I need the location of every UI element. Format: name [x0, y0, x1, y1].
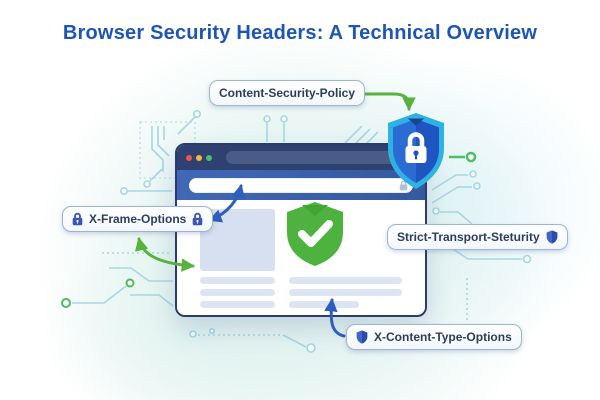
text-placeholder — [200, 301, 275, 308]
connector-node — [465, 151, 477, 163]
shield-lock-icon — [388, 113, 444, 189]
label-x-content-type-options: X-Content-Type-Options — [346, 324, 522, 350]
lock-icon — [399, 180, 408, 190]
label-text: X-Content-Type-Options — [374, 330, 512, 344]
shield-check-icon — [287, 202, 343, 266]
text-placeholder — [200, 289, 275, 296]
shield-icon — [546, 230, 558, 244]
close-dot-icon — [186, 154, 192, 161]
window-control-dots — [186, 154, 212, 161]
maximize-dot-icon — [206, 154, 212, 161]
text-placeholder — [200, 277, 275, 284]
lock-icon — [193, 212, 203, 226]
lock-icon — [72, 212, 83, 226]
text-placeholder — [289, 289, 402, 296]
label-x-frame-options: X-Frame-Options — [62, 206, 214, 232]
minimize-dot-icon — [196, 154, 202, 161]
text-placeholder — [289, 277, 402, 284]
page-title: Browser Security Headers: A Technical Ov… — [62, 22, 538, 44]
label-text: Strict-Transport-Steturity — [397, 230, 540, 244]
label-text: X-Frame-Options — [89, 212, 187, 226]
label-text: Content-Security-Policy — [219, 86, 356, 100]
text-placeholder — [289, 301, 359, 308]
shield-icon — [356, 330, 368, 344]
label-content-security-policy: Content-Security-Policy — [209, 80, 366, 106]
label-strict-transport-security: Strict-Transport-Steturity — [387, 224, 568, 250]
search-bar — [189, 177, 413, 193]
